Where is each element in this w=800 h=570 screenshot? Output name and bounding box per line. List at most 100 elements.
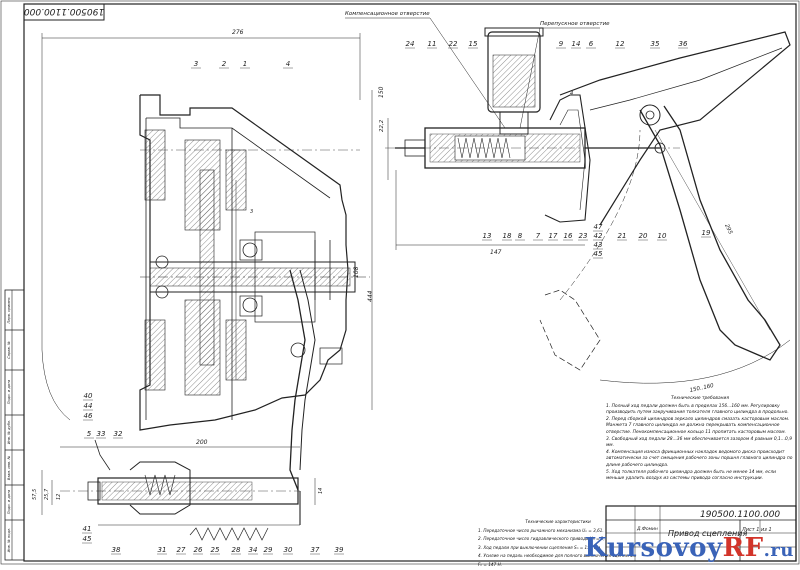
technical-requirement-4: 4. Компенсация износа фрикционных наклад… [606,449,793,468]
slave-cylinder-section [60,439,301,541]
part-number-43: 43 [594,241,603,249]
technical-requirement-5: 5. Ход толкателя рабочего цилиндра долже… [606,469,777,482]
part-number-34: 34 [249,546,258,554]
technical-spec-3: 3. Ход педали при выключении сцепления S… [478,544,602,550]
left-dimensions: 276 150 108 444 3 [41,29,385,421]
bypass-hole-label: Перепускное отверстие [540,21,610,27]
dim-147: 147 [490,249,502,256]
part-number-37: 37 [311,546,320,554]
inner-frame [23,3,797,562]
side-stamp-label: Перв. примен. [7,297,11,324]
part-number-32: 32 [114,430,123,438]
part-number-44: 44 [84,402,93,410]
top-left-code-box: 190500.1100.000 [23,3,105,21]
part-number-45: 45 [83,535,92,543]
part-number-47: 47 [594,223,603,231]
title-block: 190500.1100.000 Привод сцепления Лист 1 … [605,505,797,562]
part-number-23: 23 [579,232,588,240]
part-number-27: 27 [177,546,186,554]
part-number-18: 18 [503,232,512,240]
part-number-13: 13 [483,232,492,240]
part-number-2: 2 [222,60,227,68]
drawing-title: Привод сцепления [668,529,747,538]
part-number-15: 15 [469,40,478,48]
technical-requirement-3: 3. Свободный ход педали 28...36 мм обесп… [606,436,792,449]
technical-specifications-heading: Технические характеристики [525,519,591,524]
dim-276: 276 [232,29,244,36]
part-number-25: 25 [211,546,220,554]
part-number-3: 3 [194,60,198,68]
site-watermark: KursovoyRF.ru [584,533,794,563]
part-number-33: 33 [97,430,106,438]
dim-4: 4 [570,91,573,97]
dim-150-160: 150..160 [689,383,715,394]
master-cylinder-section [385,27,680,223]
part-number-35: 35 [651,40,660,48]
part-number-45: 45 [594,250,603,258]
technical-requirement-2: 2. Перед сборкой цилиндров зеркало цилин… [606,416,790,435]
technical-requirements-heading: Технические требования [670,396,730,401]
watermark-part2: RF [722,533,764,563]
dim-200: 200 [196,439,208,446]
dim-22-2: 22,2 [379,119,385,132]
dim-3: 3 [250,209,253,215]
part-number-38: 38 [112,546,121,554]
dim-444: 444 [367,290,374,302]
drawn-by: Д.Фомин [636,526,658,532]
side-stamp-label: Подп. и дата [7,380,11,404]
part-number-5: 5 [87,430,92,438]
sheet-info: Лист 1 из 1 [741,527,772,533]
side-stamp-label: Инв. № дубл. [7,420,11,445]
part-number-7: 7 [536,232,541,240]
part-number-11: 11 [428,40,437,48]
part-number-19: 19 [702,229,711,237]
technical-spec-4: 4. Усилие на педаль необходимое для полн… [478,553,637,567]
part-number-28: 28 [232,546,241,554]
right-dimensions: 22,2 147 4 [379,91,585,256]
part-number-10: 10 [658,232,667,240]
callouts: Компенсационное отверстие Перепускное от… [345,11,610,129]
part-number-46: 46 [84,412,93,420]
technical-spec-2: 2. Передаточное число гидравлического пр… [478,536,605,542]
part-number-12: 12 [616,40,625,48]
side-stamp [4,289,25,561]
part-number-29: 29 [264,546,273,554]
clutch-assembly-section [139,94,370,491]
technical-requirements: Технические требования 1. Полный ход пед… [606,396,794,483]
side-stamp-label: Подп. и дата [7,490,11,514]
part-number-30: 30 [284,546,293,554]
dim-14: 14 [318,488,324,494]
part-number-41: 41 [83,525,92,533]
compensation-hole-label: Компенсационное отверстие [345,11,430,17]
watermark-part3: .ru [763,540,794,561]
dim-12: 12 [56,494,62,500]
dim-25-7: 25,7 [44,488,50,500]
part-number-14: 14 [572,40,581,48]
title-block-code: 190500.1100.000 [700,510,780,520]
part-number-20: 20 [639,232,648,240]
part-number-24: 24 [406,40,415,48]
technical-specifications: Технические характеристики 1. Передаточн… [478,518,638,570]
dim-150: 150 [378,86,385,98]
side-stamp-label: Инв. № подл. [7,528,11,553]
part-number-4: 4 [286,60,290,68]
part-number-6: 6 [589,40,594,48]
technical-requirement-1: 1. Полный ход педали должен быть в преде… [606,403,789,416]
part-number-1: 1 [243,60,247,68]
part-number-16: 16 [564,232,573,240]
part-number-9: 9 [559,40,564,48]
part-number-17: 17 [549,232,558,240]
technical-spec-1: 1. Передаточное число рычажного механизм… [478,527,604,533]
part-number-40: 40 [84,392,93,400]
pedal-assembly: 150..160 295 [539,31,791,394]
dim-108: 108 [353,266,360,278]
dim-57-5: 57,5 [32,489,38,500]
part-number-39: 39 [335,546,344,554]
part-number-42: 42 [594,232,603,240]
part-number-21: 21 [618,232,627,240]
side-stamp-label: Взам. инв. № [7,456,11,481]
